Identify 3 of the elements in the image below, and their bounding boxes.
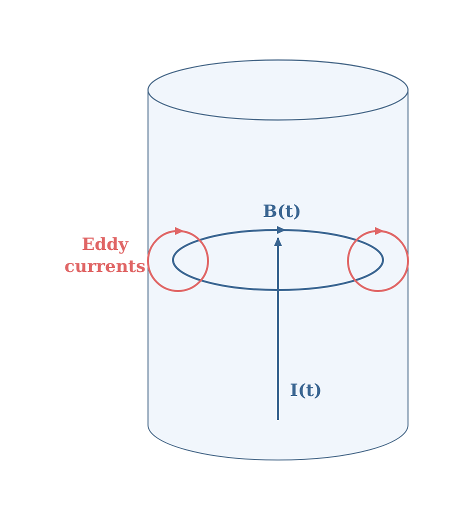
field-label: B(t) — [262, 201, 302, 223]
eddy-currents-label: Eddy currents — [63, 234, 147, 278]
current-label: I(t) — [290, 380, 322, 402]
